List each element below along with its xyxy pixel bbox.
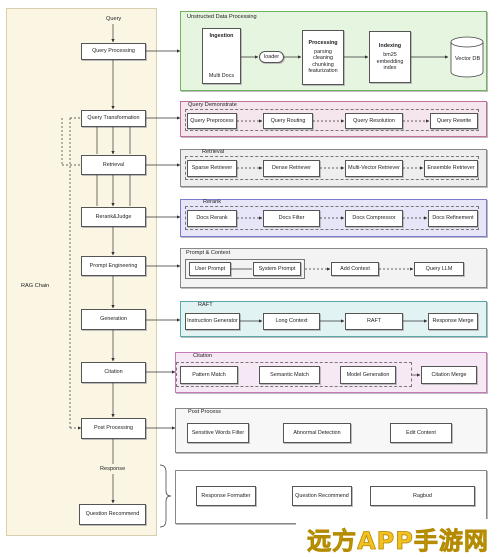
prompt-context-title: Prompt & Context — [186, 250, 231, 256]
box-ragbud[interactable]: Ragbud — [370, 486, 475, 506]
step-citation[interactable]: Citation — [81, 362, 146, 383]
query-demonstrate-group — [185, 109, 479, 131]
indexing-item: bm25 — [383, 52, 397, 58]
box-user-prompt[interactable]: User Prompt — [189, 262, 231, 276]
box-query-llm[interactable]: Query LLM — [414, 262, 464, 276]
box-sparse-retriever[interactable]: Sparse Retriever — [187, 160, 237, 177]
processing-box[interactable]: Processing parsing cleaning chunking fea… — [302, 30, 344, 85]
rerank-group — [185, 206, 479, 230]
box-query-routing[interactable]: Query Routing — [263, 113, 313, 129]
prompt-group — [185, 259, 305, 279]
box-response-merge[interactable]: Response Merge — [428, 313, 478, 330]
box-model-generation[interactable]: Model Generation — [340, 366, 396, 384]
indexing-item: embedding — [376, 58, 404, 65]
vector-db-label: Vector DB — [455, 56, 481, 62]
box-edit-content[interactable]: Edit Content — [390, 423, 452, 443]
box-question-recommend[interactable]: Question Recommend — [292, 486, 352, 506]
processing-item: cleaning — [312, 55, 334, 62]
processing-item: featurization — [308, 68, 338, 75]
citation-group — [176, 362, 412, 387]
response-label: Response — [100, 466, 126, 472]
box-query-rewrite[interactable]: Query Rewrite — [430, 113, 478, 129]
box-raft[interactable]: RAFT — [345, 313, 403, 330]
step-post-processing[interactable]: Post Processing — [81, 418, 146, 439]
retrieval-title: Retrieval — [202, 149, 225, 155]
raft-title: RAFT — [198, 302, 213, 308]
box-instruction-generator[interactable]: Instruction Generator — [185, 313, 240, 330]
indexing-box[interactable]: Indexing bm25 embedding index — [369, 31, 411, 83]
step-retrieval[interactable]: Retrieval — [81, 155, 146, 175]
indexing-title: Indexing — [378, 42, 402, 49]
retrieval-group — [185, 156, 479, 180]
rag-chain-label: RAG Chain — [21, 283, 50, 289]
step-rerank-judge[interactable]: Rerank&Judge — [81, 207, 146, 227]
box-add-context[interactable]: Add Context — [331, 262, 379, 276]
ingestion-title: Ingestion — [209, 33, 234, 39]
query-demonstrate-title: Query Demonstrate — [188, 102, 237, 108]
box-docs-refinement[interactable]: Docs Refinement — [428, 210, 478, 227]
box-citation-merge[interactable]: Citation Merge — [421, 366, 477, 384]
box-docs-filter[interactable]: Docs Filter — [263, 210, 320, 227]
unstructured-title: Unstructed Data Processing — [187, 14, 257, 20]
loader-node[interactable]: loader — [259, 51, 284, 63]
box-long-context[interactable]: Long Context — [263, 313, 320, 330]
box-pattern-match[interactable]: Pattern Match — [180, 366, 238, 384]
box-query-resolution[interactable]: Query Resolution — [345, 113, 403, 129]
box-response-formatter[interactable]: Response Formatter — [196, 486, 256, 506]
box-query-preprocess[interactable]: Query Preprocess — [187, 113, 237, 129]
processing-title: Processing — [308, 40, 338, 47]
box-multi-vector-retriever[interactable]: Multi-Vector Retriever — [345, 160, 403, 177]
post-process-title: Post Process — [188, 409, 221, 415]
citation-title: Citation — [193, 353, 212, 359]
box-sensitive-words-filter[interactable]: Sensitive Words Filter — [187, 423, 249, 443]
box-docs-rerank[interactable]: Docs Rerank — [187, 210, 237, 227]
step-prompt-engineering[interactable]: Prompt Engineering — [81, 256, 146, 276]
query-label: Query — [106, 16, 122, 22]
ingestion-item: Multi Docs — [208, 72, 235, 79]
ingestion-box[interactable]: Ingestion Multi Docs — [202, 28, 241, 84]
box-docs-compressor[interactable]: Docs Compressor — [345, 210, 403, 227]
box-dense-retriever[interactable]: Dense Retriever — [263, 160, 320, 177]
watermark-logo: 远方APP手游网 — [296, 519, 500, 557]
step-query-transformation[interactable]: Query Transformation — [81, 110, 146, 127]
box-ensemble-retriever[interactable]: Ensemble Retriever — [424, 160, 478, 177]
step-query-processing[interactable]: Query Processing — [81, 43, 146, 60]
step-generation[interactable]: Generation — [81, 309, 146, 330]
processing-item: chunking — [312, 61, 334, 68]
box-semantic-match[interactable]: Semantic Match — [259, 366, 320, 384]
vector-db-cylinder — [449, 36, 485, 78]
step-question-recommend[interactable]: Question Recommend — [79, 504, 146, 525]
box-system-prompt[interactable]: System Prompt — [253, 262, 301, 276]
processing-item: parsing — [314, 48, 332, 55]
box-abnormal-detection[interactable]: Abnormal Detection — [283, 423, 351, 443]
rerank-title: Rerank — [203, 199, 222, 205]
indexing-item: index — [383, 65, 397, 71]
